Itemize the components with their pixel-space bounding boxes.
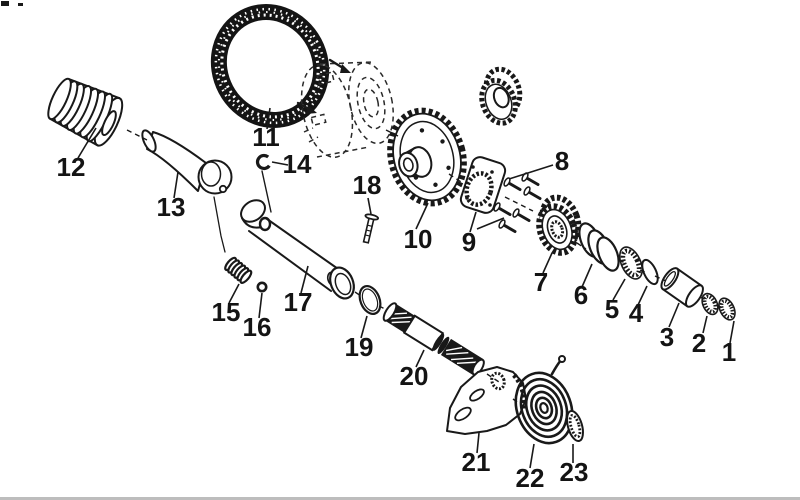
leader-line-11 (266, 107, 271, 130)
screw (498, 219, 517, 233)
part-label-22: 22 (516, 463, 545, 493)
leader-line-20 (415, 349, 425, 368)
part-label-4: 4 (629, 298, 644, 328)
part-label-21: 21 (462, 447, 491, 477)
part-label-17: 17 (284, 287, 313, 317)
spring-part-15 (224, 256, 253, 284)
washer-part-1 (718, 297, 736, 321)
leader-line-22 (529, 443, 535, 469)
part-label-2: 2 (692, 328, 706, 358)
leader-line-9 (469, 211, 477, 233)
screw (523, 186, 542, 200)
part-label-6: 6 (574, 280, 588, 310)
leader-line-21 (476, 432, 480, 454)
part-label-19: 19 (345, 332, 374, 362)
washer-part-2 (701, 292, 719, 316)
bolt-part-18 (362, 213, 380, 244)
clutch-drum-phantom (296, 58, 394, 158)
leader-line-13 (173, 171, 179, 199)
drum-arrow-icon (296, 58, 351, 114)
part-label-5: 5 (605, 294, 619, 324)
leader-line-8 (508, 164, 554, 180)
part-label-10: 10 (404, 224, 433, 254)
double-sprocket (479, 66, 523, 126)
leader-line-18 (367, 197, 372, 215)
part-label-7: 7 (534, 267, 548, 297)
part-label-15: 15 (212, 297, 241, 327)
leader-line-10 (415, 202, 429, 230)
bearing-ring-part-5 (618, 246, 644, 280)
spindle-shaft-part-20 (382, 302, 485, 376)
screw (521, 172, 540, 186)
part-label-23: 23 (560, 457, 589, 487)
part-label-18: 18 (353, 170, 382, 200)
plate-part-9 (459, 156, 507, 214)
part-label-3: 3 (660, 322, 674, 352)
screw (512, 208, 531, 222)
screw-set-part-8 (493, 172, 542, 233)
ball-part-16 (256, 281, 268, 293)
part-label-8: 8 (555, 146, 569, 176)
leader-line-12 (77, 127, 97, 159)
leader-line-17 (300, 265, 309, 294)
leader-line-4 (637, 285, 648, 306)
leader-line-6 (581, 263, 593, 288)
drive-sprocket-part-10 (387, 107, 467, 207)
leader-line-15 (228, 283, 240, 304)
leader-line-16 (258, 292, 263, 319)
part-label-9: 9 (462, 227, 476, 257)
ratchet-part-21 (446, 366, 527, 435)
leader-line-1 (729, 320, 735, 344)
leader-line-2 (702, 315, 708, 334)
leader-line-19 (360, 315, 368, 339)
part-label-13: 13 (157, 192, 186, 222)
part-label-14: 14 (283, 149, 312, 179)
leader-line-9b (476, 217, 505, 230)
washer-stack-part-6 (578, 222, 620, 272)
assembly-axis-lines (126, 129, 722, 408)
kick-pedal-part-12 (47, 77, 124, 147)
circlip-part-14 (255, 153, 273, 171)
part-label-20: 20 (400, 361, 429, 391)
sprocket-part-7 (536, 194, 582, 256)
part-number-labels: 1 2 3 4 5 6 7 8 9 10 11 12 13 14 15 16 1… (57, 122, 737, 493)
spiral-spring-part-22 (514, 355, 574, 445)
washer-part-4 (641, 258, 659, 286)
kick-lever-part-13 (141, 129, 233, 195)
chain-part-11 (210, 4, 330, 128)
part-label-1: 1 (722, 337, 736, 367)
leader-line-5 (612, 278, 626, 301)
screw (493, 202, 512, 216)
part-label-12: 12 (57, 152, 86, 182)
shaft-tube-part-17 (240, 170, 355, 300)
roller-part-3 (660, 267, 704, 308)
oring-part-19 (358, 284, 382, 316)
washer-part-23 (566, 409, 584, 443)
part-label-11: 11 (252, 122, 280, 152)
leader-line-3 (668, 302, 680, 328)
leader-line-14 (271, 161, 289, 166)
leader-line-7 (542, 252, 553, 274)
leader-lines (77, 107, 735, 469)
part-label-16: 16 (243, 312, 272, 342)
